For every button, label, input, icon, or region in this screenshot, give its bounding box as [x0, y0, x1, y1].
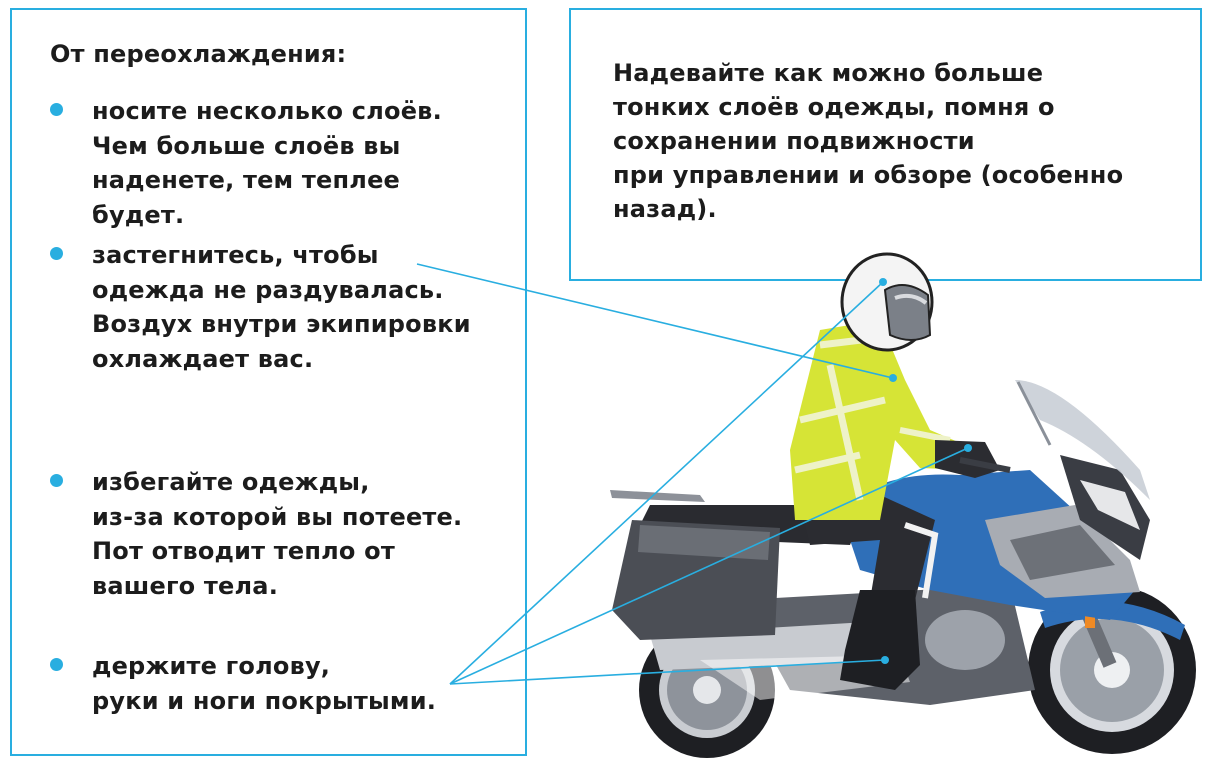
callout-lines	[416, 263, 969, 685]
bullet-text: застегнитесь, чтобы одежда не раздувалас…	[92, 241, 471, 373]
bullet-dot-icon	[50, 247, 63, 260]
bullet-text: носите несколько слоёв. Чем больше слоёв…	[92, 97, 442, 229]
luggage-rack	[610, 490, 705, 502]
rider-boot	[840, 590, 920, 690]
rider-jacket	[790, 320, 970, 520]
right-info-panel: Надевайте как можно больше тонких слоёв …	[569, 8, 1202, 281]
left-info-panel: От переохлаждения: носите несколько слоё…	[10, 8, 527, 756]
bullet-text: держите голову, руки и ноги покрытыми.	[92, 652, 437, 715]
bullet-text: избегайте одежды, из-за которой вы потее…	[92, 468, 463, 600]
windscreen	[1015, 380, 1150, 500]
helmet	[840, 252, 934, 352]
callout-dots	[879, 278, 972, 664]
panel-heading: От переохлаждения:	[50, 40, 347, 68]
bullet-dot-icon	[50, 103, 63, 116]
rider-leg	[800, 495, 935, 600]
layering-advice-text: Надевайте как можно больше тонких слоёв …	[613, 59, 1124, 223]
bullet-dot-icon	[50, 658, 63, 671]
bullet-dot-icon	[50, 474, 63, 487]
